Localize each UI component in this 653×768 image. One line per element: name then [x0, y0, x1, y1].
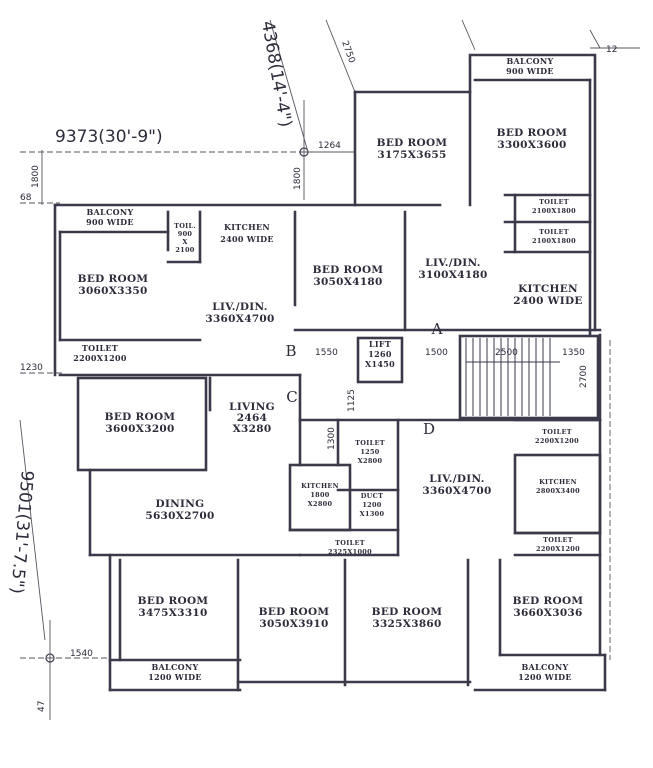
- dim-1230: 1230: [20, 363, 43, 373]
- room-label-balcony-top-right-line-2: 900 WIDE: [506, 66, 554, 76]
- room-label-toilet-small-line-4: 2100: [175, 246, 194, 254]
- room-label-lift-line-3: X1450: [365, 359, 395, 369]
- dim-2750: 2750: [339, 40, 356, 65]
- dim-diag-left: 9501(31'-7.5"): [6, 470, 37, 595]
- dim-47: 47: [37, 701, 47, 712]
- room-label-bed-top-mid-line-1: BED ROOM: [377, 137, 448, 149]
- room-label-kitchen-mid-line-1: KITCHEN: [301, 482, 339, 490]
- room-label-bed-bottom-4-line-2: 3660X3036: [513, 607, 582, 619]
- dim-1500: 1500: [425, 348, 448, 358]
- room-label-lift-line-2: 1260: [368, 349, 392, 359]
- room-label-bed-mid-left-line-2: 3600X3200: [105, 423, 174, 435]
- room-label-lift-line-1: LIFT: [369, 339, 391, 349]
- marker-a: A: [431, 320, 443, 338]
- room-label-toilet-left-line-2: 2200X1200: [73, 353, 127, 363]
- dim-1550: 1550: [315, 348, 338, 358]
- room-label-liv-din-right-line-1: LIV./DIN.: [425, 257, 480, 269]
- room-label-bed-bottom-1-line-1: BED ROOM: [138, 595, 209, 607]
- room-label-bed-center-line-2: 3050X4180: [313, 276, 382, 288]
- room-label-toilet-bottom-mid-line-2: 2325X1000: [328, 548, 372, 556]
- room-label-liv-din-lower-line-2: 3360X4700: [422, 485, 491, 497]
- room-label-living-line-1: LIVING: [229, 401, 275, 413]
- room-label-toilet-tr2-line-2: 2100X1800: [532, 237, 576, 245]
- dim-12: 12: [606, 45, 617, 55]
- dim-1350: 1350: [562, 348, 585, 358]
- marker-c: C: [286, 388, 297, 406]
- room-label-toilet-mid-line-2: 1250: [360, 448, 379, 456]
- room-label-toilet-small-line-3: X: [182, 238, 188, 246]
- room-label-toilet-small-line-1: TOIL.: [174, 222, 196, 230]
- room-label-duct-line-3: X1300: [360, 510, 385, 518]
- dim-1800-left: 1800: [31, 165, 41, 188]
- room-label-toilet-tr1-line-2: 2100X1800: [532, 207, 576, 215]
- room-label-toilet-lower-right-line-2: 2200X1200: [536, 545, 580, 553]
- room-label-toilet-lower-right-line-1: TOILET: [543, 536, 573, 544]
- dim-1300: 1300: [327, 427, 337, 450]
- room-label-bed-bottom-3-line-2: 3325X3860: [372, 618, 441, 630]
- room-label-balcony-top-right-line-1: BALCONY: [506, 56, 553, 66]
- room-label-liv-din-right-line-2: 3100X4180: [418, 269, 487, 281]
- room-label-balcony-bottom-right-line-1: BALCONY: [521, 662, 568, 672]
- room-label-bed-left-line-1: BED ROOM: [78, 273, 149, 285]
- room-label-toilet-d1-line-1: TOILET: [542, 428, 572, 436]
- room-label-kitchen-top-left-line-1: KITCHEN: [224, 222, 270, 232]
- room-label-toilet-left-line-1: TOILET: [82, 343, 118, 353]
- dim-1264: 1264: [318, 141, 341, 151]
- dimension-lines: [19, 19, 640, 720]
- room-label-toilet-d1-line-2: 2200X1200: [535, 437, 579, 445]
- dim-1125: 1125: [347, 389, 357, 412]
- room-label-balcony-left-line-2: 900 WIDE: [86, 217, 134, 227]
- room-label-bed-top-right-line-2: 3300X3600: [497, 139, 566, 151]
- room-label-bed-left-line-2: 3060X3350: [78, 285, 147, 297]
- room-label-bed-bottom-2-line-2: 3050X3910: [259, 618, 328, 630]
- room-label-bed-mid-left-line-1: BED ROOM: [105, 411, 176, 423]
- room-label-duct-line-2: 1200: [362, 501, 381, 509]
- room-label-bed-top-right-line-1: BED ROOM: [497, 127, 568, 139]
- room-label-bed-top-mid-line-2: 3175X3655: [377, 149, 446, 161]
- room-label-bed-bottom-3-line-1: BED ROOM: [372, 606, 443, 618]
- room-label-toilet-tr2-line-1: TOILET: [539, 228, 569, 236]
- dim-2700: 2700: [579, 365, 589, 388]
- room-label-kitchen-top-left-line-2: 2400 WIDE: [220, 234, 274, 244]
- room-label-balcony-bottom-left-line-1: BALCONY: [151, 662, 198, 672]
- marker-b: B: [285, 342, 296, 360]
- room-label-liv-din-lower-line-1: LIV./DIN.: [429, 473, 484, 485]
- dim-top-width: 9373(30'-9"): [55, 127, 163, 147]
- room-label-toilet-small-line-2: 900: [178, 230, 193, 238]
- room-label-kitchen-mid-line-3: X2800: [308, 500, 333, 508]
- room-label-balcony-bottom-left-line-2: 1200 WIDE: [148, 672, 202, 682]
- dim-1540: 1540: [70, 649, 93, 659]
- room-label-bed-bottom-4-line-1: BED ROOM: [513, 595, 584, 607]
- dim-68: 68: [20, 193, 32, 203]
- room-label-liv-din-left-line-1: LIV./DIN.: [212, 301, 267, 313]
- walls: [53, 53, 607, 692]
- room-label-kitchen-right-line-1: KITCHEN: [518, 283, 578, 295]
- room-label-toilet-mid-line-3: X2800: [358, 457, 383, 465]
- room-label-dining-line-1: DINING: [156, 498, 205, 510]
- room-label-bed-bottom-1-line-2: 3475X3310: [138, 607, 207, 619]
- room-label-kitchen-right-line-2: 2400 WIDE: [513, 295, 582, 307]
- room-label-living-line-2: 2464: [237, 412, 267, 424]
- room-label-balcony-left-line-1: BALCONY: [86, 207, 133, 217]
- room-label-kitchen-lower-right-line-2: 2800X3400: [536, 487, 580, 495]
- room-label-liv-din-left-line-2: 3360X4700: [205, 313, 274, 325]
- room-label-toilet-tr1-line-1: TOILET: [539, 198, 569, 206]
- marker-d: D: [423, 420, 435, 438]
- staircase: [465, 338, 560, 416]
- room-label-kitchen-mid-line-2: 1800: [310, 491, 329, 499]
- room-label-balcony-bottom-right-line-2: 1200 WIDE: [518, 672, 572, 682]
- room-label-duct-line-1: DUCT: [361, 492, 384, 500]
- dim-1800-mid: 1800: [293, 167, 303, 190]
- room-label-toilet-mid-line-1: TOILET: [355, 439, 385, 447]
- room-label-kitchen-lower-right-line-1: KITCHEN: [539, 478, 577, 486]
- room-label-bed-bottom-2-line-1: BED ROOM: [259, 606, 330, 618]
- room-label-toilet-bottom-mid-line-1: TOILET: [335, 539, 365, 547]
- room-label-dining-line-2: 5630X2700: [145, 510, 214, 522]
- room-label-bed-center-line-1: BED ROOM: [313, 264, 384, 276]
- room-label-living-line-3: X3280: [233, 423, 272, 435]
- dim-2500: 2500: [495, 348, 518, 358]
- dim-diag-top: 4368(14'-4"): [257, 19, 295, 128]
